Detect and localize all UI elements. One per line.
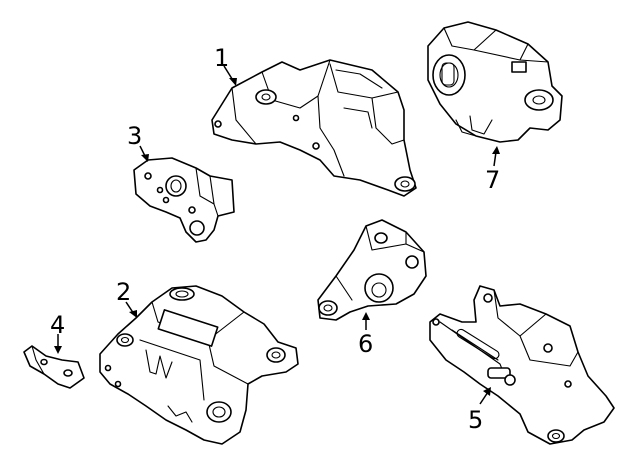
leader-3-arrow bbox=[141, 154, 149, 162]
leader-1-arrow bbox=[229, 78, 237, 86]
leader-5-arrow bbox=[483, 387, 491, 396]
leader-7 bbox=[493, 151, 497, 167]
callout-1: 1 bbox=[214, 44, 229, 72]
callout-labels: 1 2 3 4 5 6 7 bbox=[50, 44, 500, 434]
callout-leaders bbox=[54, 65, 500, 405]
callout-6: 6 bbox=[358, 330, 373, 358]
callout-7: 7 bbox=[485, 166, 500, 194]
leader-7-arrow bbox=[492, 146, 500, 154]
callout-2: 2 bbox=[116, 278, 131, 306]
part-1-engine-mount bbox=[211, 59, 417, 197]
part-4-small-bracket bbox=[23, 345, 85, 389]
callout-4: 4 bbox=[50, 311, 65, 339]
leader-2-arrow bbox=[129, 310, 137, 318]
leader-5 bbox=[479, 391, 489, 405]
part-5-side-mount bbox=[429, 285, 615, 445]
leader-6-arrow bbox=[362, 312, 370, 320]
leader-4-arrow bbox=[54, 346, 62, 354]
callout-3: 3 bbox=[127, 122, 142, 150]
part-2-main-mount bbox=[99, 285, 299, 445]
part-7-transmission-mount bbox=[427, 21, 563, 143]
callout-5: 5 bbox=[468, 406, 483, 434]
part-3-bracket-mount bbox=[133, 157, 235, 243]
part-6-rear-mount bbox=[317, 219, 427, 321]
